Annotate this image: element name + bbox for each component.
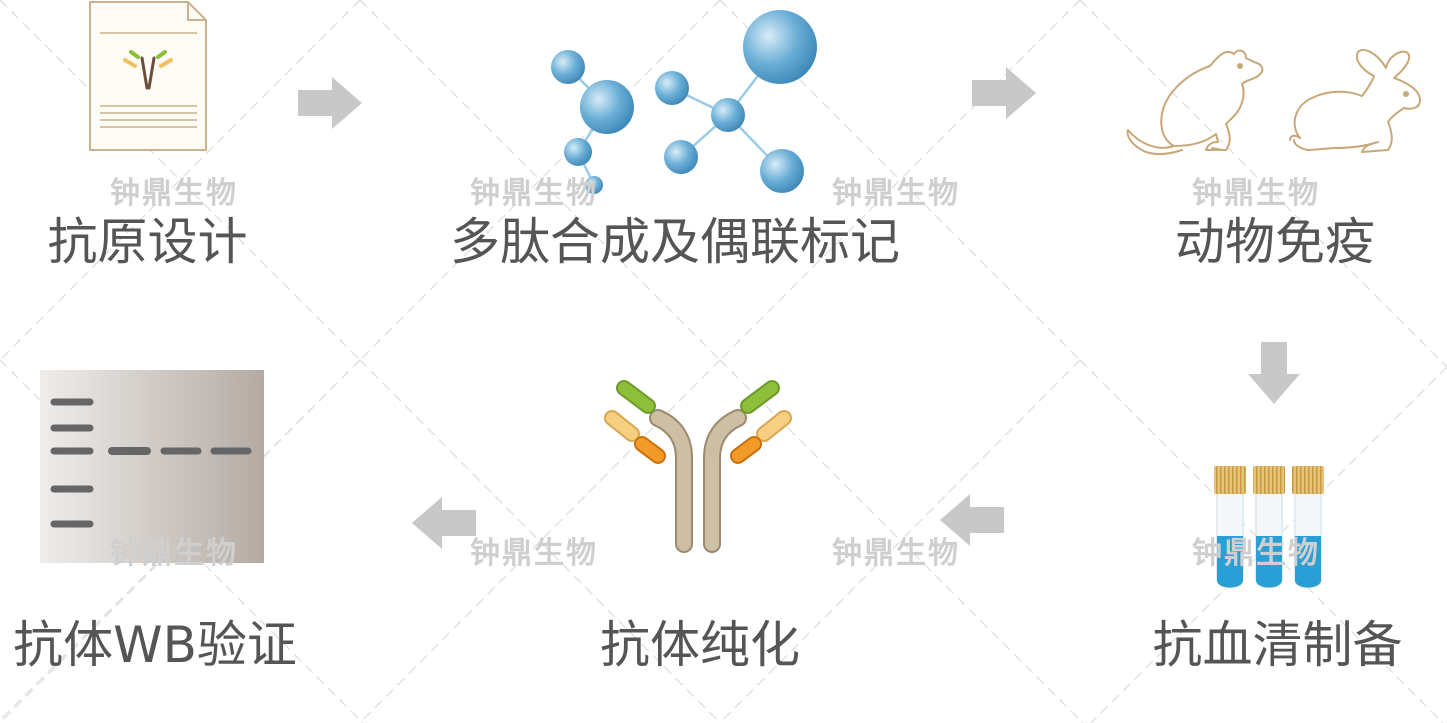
watermark: 钟鼎生物 (832, 176, 960, 211)
step-label-antibody-purification: 抗体纯化 (600, 616, 800, 674)
watermark: 钟鼎生物 (110, 176, 238, 211)
antibody-icon (604, 380, 792, 553)
watermark: 钟鼎生物 (470, 176, 598, 211)
serum-tubes-icon (1214, 466, 1324, 589)
step-label-antigen-design: 抗原设计 (47, 213, 248, 271)
step-label-peptide-synthesis: 多肽合成及偶联标记 (450, 213, 900, 271)
watermark: 钟鼎生物 (832, 536, 960, 571)
arrow-left-icon (412, 497, 476, 549)
arrow-right-icon (298, 77, 362, 129)
peptide-molecule-icon (551, 10, 817, 194)
watermark: 钟鼎生物 (1192, 176, 1320, 211)
arrow-right-icon (972, 67, 1036, 119)
arrow-down-icon (1248, 342, 1300, 404)
animals-icon (1126, 49, 1421, 156)
watermark: 钟鼎生物 (110, 536, 238, 571)
step-label-animal-immunization: 动物免疫 (1175, 213, 1375, 271)
antigen-document-icon (89, 1, 207, 151)
step-label-antiserum-preparation: 抗血清制备 (1152, 616, 1403, 674)
western-blot-icon (40, 370, 264, 563)
watermark: 钟鼎生物 (470, 536, 598, 571)
arrow-left-icon (940, 494, 1004, 546)
watermark: 钟鼎生物 (1192, 536, 1320, 571)
step-label-wb-validation: 抗体WB验证 (13, 616, 297, 674)
